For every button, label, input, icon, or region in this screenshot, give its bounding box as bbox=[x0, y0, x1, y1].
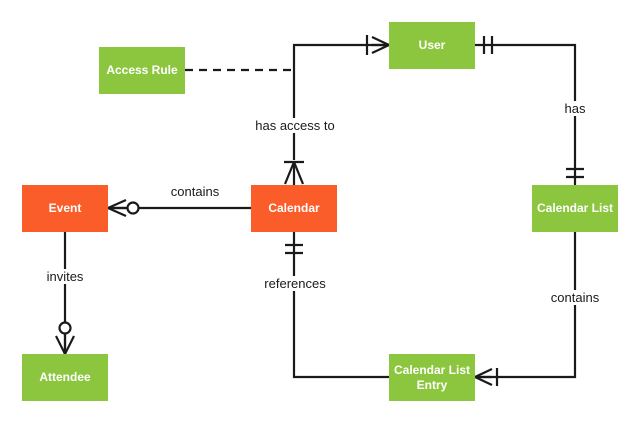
connector-contains-list-entry bbox=[475, 232, 577, 379]
marker-attendee-zero-or-many bbox=[55, 321, 75, 355]
marker-calendar-one-many bbox=[283, 160, 305, 185]
entity-label: Calendar bbox=[268, 201, 320, 215]
marker-event-zero-or-many bbox=[107, 198, 140, 218]
entity-label: Attendee bbox=[39, 370, 91, 384]
entity-label: User bbox=[418, 38, 446, 52]
entity-calendar-list[interactable]: Calendar List bbox=[532, 185, 618, 232]
marker-calendar-list-one-only-one bbox=[566, 167, 584, 179]
marker-user-one-only-one bbox=[482, 36, 494, 54]
entity-calendar-list-entry[interactable]: Calendar List Entry bbox=[389, 354, 475, 401]
entity-label: Event bbox=[48, 201, 82, 215]
marker-entry-one-many bbox=[474, 368, 499, 386]
connector-references bbox=[292, 232, 389, 379]
entity-access-rule[interactable]: Access Rule bbox=[99, 47, 185, 94]
relationship-label-contains-event-calendar: contains bbox=[167, 184, 223, 199]
relationship-label-has: has bbox=[561, 101, 589, 116]
entity-attendee[interactable]: Attendee bbox=[22, 354, 108, 401]
relationship-label-contains-list-entry: contains bbox=[547, 290, 603, 305]
connector-has bbox=[475, 43, 577, 185]
marker-user-one-many bbox=[365, 35, 390, 55]
entity-user[interactable]: User bbox=[389, 22, 475, 69]
entity-label: Calendar List bbox=[536, 201, 614, 215]
relationship-label-invites: invites bbox=[43, 269, 87, 284]
entity-calendar[interactable]: Calendar bbox=[251, 185, 337, 232]
entity-label: Calendar List Entry bbox=[393, 362, 471, 392]
relationship-label-references: references bbox=[261, 276, 329, 291]
relationship-label-has-access-to: has access to bbox=[252, 118, 338, 133]
marker-calendar-one-only-one-bottom bbox=[285, 243, 303, 255]
entity-event[interactable]: Event bbox=[22, 185, 108, 232]
connector-has-access-to bbox=[292, 43, 389, 160]
entity-label: Access Rule bbox=[106, 63, 178, 77]
